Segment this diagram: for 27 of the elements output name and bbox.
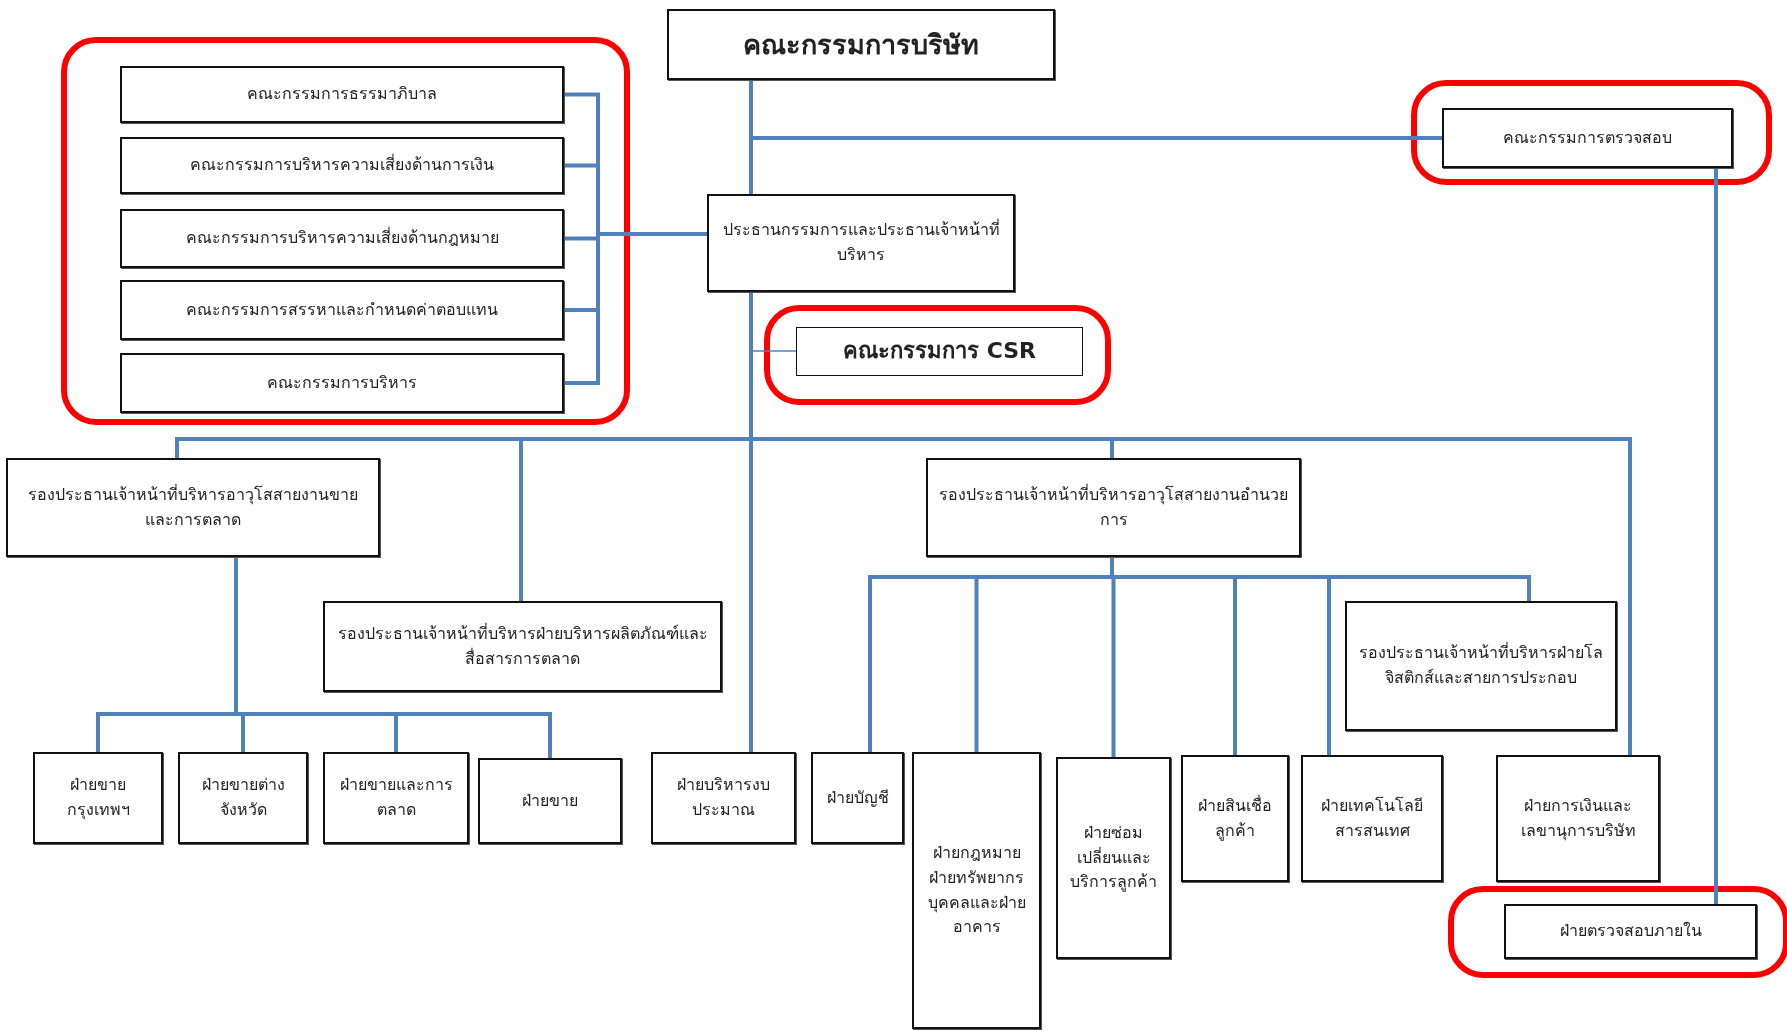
org-box: คณะกรรมการธรรมาภิบาล [120, 66, 564, 123]
org-box: ฝ่ายกฎหมายฝ่ายทรัพยากรบุคคลและฝ่ายอาคาร [912, 752, 1041, 1029]
org-box: ประธานกรรมการและประธานเจ้าหน้าที่บริหาร [707, 194, 1015, 292]
connector-line [1110, 557, 1531, 601]
org-box: ฝ่ายสินเชื่อลูกค้า [1181, 755, 1289, 882]
org-box: คณะกรรมการบริหาร [120, 353, 564, 413]
org-box: ฝ่ายขายกรุงเทพฯ [33, 752, 163, 844]
org-box: ฝ่ายบริหารงบประมาณ [651, 752, 796, 844]
org-box: ฝ่ายขายและการตลาด [323, 752, 469, 844]
org-box: ฝ่ายซ่อมเปลี่ยนและบริการลูกค้า [1056, 757, 1171, 959]
org-box: รองประธานเจ้าหน้าที่บริหารฝ่ายโลจิสติกส์และสายการประกอบ [1345, 601, 1617, 731]
org-box: ฝ่ายบัญชี [811, 752, 904, 844]
org-box: ฝ่ายตรวจสอบภายใน [1504, 904, 1757, 959]
org-box: รองประธานเจ้าหน้าที่บริหารอาวุโสสายงานขายและการตลาด [6, 458, 380, 557]
org-box: คณะกรรมการ CSR [796, 327, 1083, 376]
org-box: คณะกรรมการบริหารความเสี่ยงด้านการเงิน [120, 137, 564, 194]
org-box: ฝ่ายเทคโนโลยีสารสนเทศ [1301, 755, 1443, 882]
org-box: รองประธานเจ้าหน้าที่บริหารฝ่ายบริหารผลิตภัณฑ์และสื่อสารการตลาด [323, 601, 722, 692]
org-box: คณะกรรมการสรรหาและกำหนดค่าตอบแทน [120, 280, 564, 340]
org-box: รองประธานเจ้าหน้าที่บริหารอาวุโสสายงานอำนวยการ [926, 458, 1301, 557]
org-box: ฝ่ายขายต่างจังหวัด [178, 752, 308, 844]
connector-line [1714, 168, 1718, 904]
org-box: ฝ่ายการเงินและเลขานุการบริษัท [1496, 755, 1660, 882]
org-box: คณะกรรมการบริหารความเสี่ยงด้านกฎหมาย [120, 209, 564, 268]
org-box: คณะกรรมการตรวจสอบ [1442, 108, 1733, 168]
org-box: ฝ่ายขาย [478, 758, 622, 844]
org-box: คณะกรรมการบริษัท [667, 9, 1055, 80]
